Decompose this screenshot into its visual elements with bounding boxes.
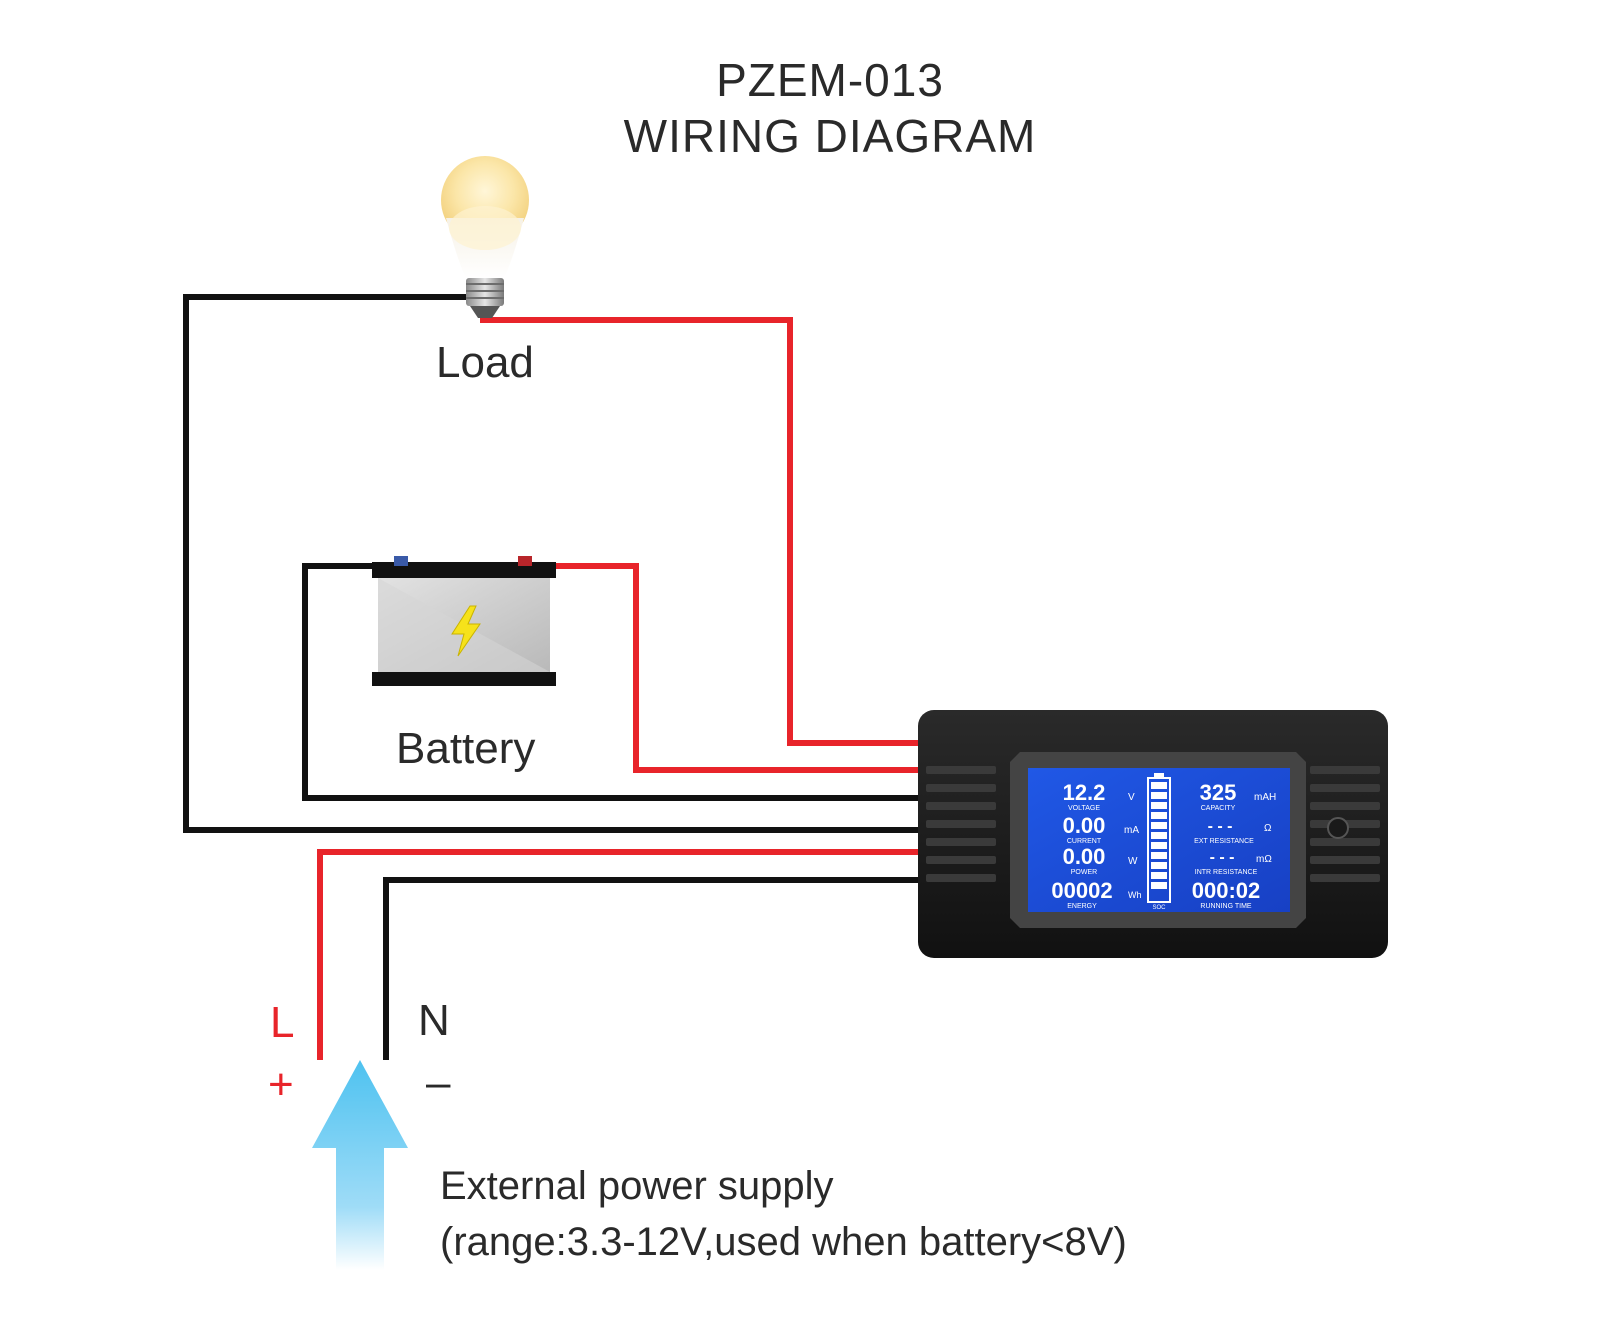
- supply-positive-wire: [317, 849, 918, 1060]
- soc-caption: SOC: [1152, 905, 1166, 911]
- title-model: PZEM-013: [716, 54, 944, 106]
- capacity-unit: mAH: [1254, 792, 1276, 803]
- voltage-value: 12.2: [1063, 780, 1106, 805]
- light-bulb-icon: [441, 156, 529, 318]
- lcd-left-column: 12.2 V VOLTAGE 0.00 mA CURRENT 0.00 W PO…: [1051, 780, 1141, 910]
- external-supply-note: External power supply (range:3.3-12V,use…: [440, 1158, 1127, 1270]
- negative-label: –: [426, 1058, 451, 1107]
- current-caption: CURRENT: [1067, 838, 1102, 845]
- capacity-value: 325: [1200, 780, 1237, 805]
- running-time-caption: RUNNING TIME: [1200, 903, 1252, 910]
- positive-label: +: [268, 1060, 294, 1109]
- neutral-label: N: [418, 996, 450, 1045]
- soc-bar-icon: [1147, 773, 1171, 903]
- ext-resistance-caption: EXT RESISTANCE: [1194, 838, 1254, 845]
- load-negative-wire: [183, 294, 918, 833]
- voltage-caption: VOLTAGE: [1068, 805, 1100, 812]
- current-unit: mA: [1124, 825, 1139, 836]
- load-positive-wire: [480, 317, 918, 746]
- intr-resistance-unit: mΩ: [1256, 854, 1272, 865]
- power-arrow-icon: [312, 1060, 408, 1270]
- external-supply-title: External power supply: [440, 1164, 834, 1208]
- pzem-meter: SOC 12.2 V VOLTAGE 0.00 mA CURRENT 0.00 …: [918, 710, 1388, 958]
- ext-resistance-value: - - -: [1208, 818, 1233, 835]
- energy-caption: ENERGY: [1067, 903, 1097, 910]
- load-label: Load: [436, 338, 534, 387]
- title-subtitle: WIRING DIAGRAM: [623, 110, 1037, 162]
- intr-resistance-caption: INTR RESISTANCE: [1195, 869, 1258, 876]
- live-label: L: [270, 998, 295, 1047]
- battery-negative-wire: [302, 563, 918, 801]
- lcd-right-column: 325 mAH CAPACITY - - - Ω EXT RESISTANCE …: [1192, 780, 1276, 910]
- external-supply-range: (range:3.3-12V,used when battery<8V): [440, 1220, 1127, 1264]
- lightning-icon: [451, 605, 481, 657]
- battery-positive-terminal: [518, 556, 532, 566]
- ext-resistance-unit: Ω: [1264, 823, 1272, 834]
- energy-value: 00002: [1051, 878, 1112, 903]
- battery-negative-terminal: [394, 556, 408, 566]
- power-unit: W: [1128, 856, 1138, 867]
- current-value: 0.00: [1063, 813, 1106, 838]
- capacity-caption: CAPACITY: [1201, 805, 1236, 812]
- voltage-unit: V: [1128, 792, 1135, 803]
- power-caption: POWER: [1071, 869, 1097, 876]
- power-value: 0.00: [1063, 844, 1106, 869]
- battery-icon: [372, 556, 556, 686]
- battery-label: Battery: [396, 724, 536, 773]
- reset-button[interactable]: [1327, 817, 1349, 839]
- wires: [183, 294, 918, 1060]
- running-time-value: 000:02: [1192, 878, 1261, 903]
- intr-resistance-value: - - -: [1210, 849, 1235, 866]
- left-vents: [926, 766, 996, 882]
- supply-negative-wire: [383, 877, 918, 1060]
- energy-unit: Wh: [1128, 890, 1142, 900]
- battery-positive-wire: [520, 563, 918, 773]
- diagram-title: PZEM-013 WIRING DIAGRAM: [560, 52, 1100, 164]
